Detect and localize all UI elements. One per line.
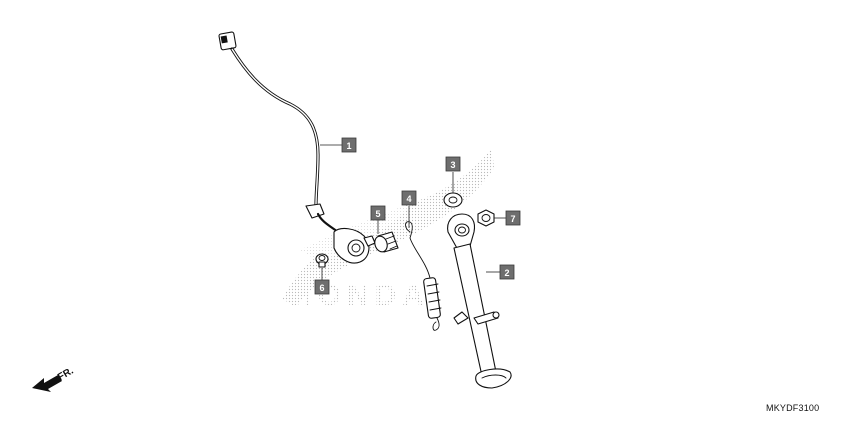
- callout-7: 7: [505, 210, 521, 226]
- side-stand: [447, 213, 512, 389]
- diagram-code: MKYDF3100: [766, 403, 820, 413]
- callout-4: 4: [401, 190, 417, 206]
- callout-number: 2: [504, 268, 509, 278]
- callout-1: 1: [341, 137, 357, 153]
- callout-number: 7: [510, 214, 515, 224]
- front-arrow-label: FR.: [56, 366, 76, 384]
- callout-number: 1: [346, 141, 351, 151]
- callout-5: 5: [370, 205, 386, 221]
- callout-2: 2: [499, 264, 515, 280]
- side-stand-pivot-bolt: [374, 231, 399, 253]
- pivot-nut: [477, 209, 495, 227]
- callout-number: 3: [450, 160, 455, 170]
- svg-text:HONDA: HONDA: [290, 279, 430, 312]
- callout-number: 4: [406, 194, 411, 204]
- callout-6: 6: [314, 279, 330, 295]
- callout-3: 3: [445, 156, 461, 172]
- callout-number: 5: [375, 209, 380, 219]
- leader-lines: [320, 144, 506, 280]
- pivot-washer: [443, 192, 463, 208]
- arrow-front-icon: FR.: [32, 366, 76, 392]
- switch-mounting-bolt: [315, 253, 329, 268]
- side-stand-switch-harness: [218, 31, 376, 264]
- callout-number: 6: [319, 283, 324, 293]
- side-stand-spring: [405, 221, 442, 331]
